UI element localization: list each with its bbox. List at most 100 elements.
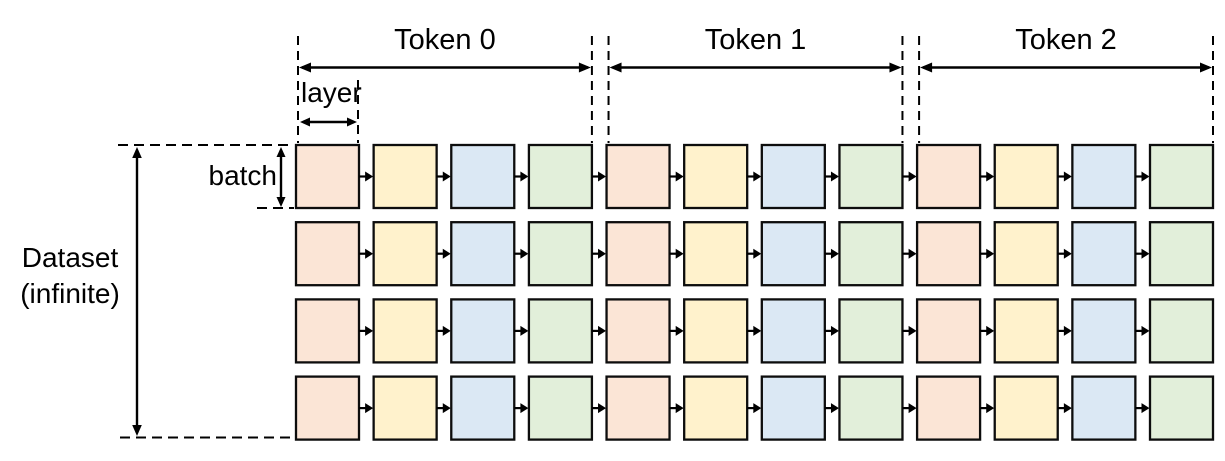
flow-arrowhead — [908, 248, 917, 259]
pipeline-cell-row3-col2 — [450, 375, 516, 441]
pipeline-cell-row1-col2 — [450, 221, 516, 287]
flow-arrowhead — [908, 171, 917, 182]
flow-arrowhead — [830, 248, 839, 259]
flow-arrowhead — [1141, 325, 1150, 336]
flow-arrowhead — [598, 403, 607, 414]
flow-arrowhead — [520, 325, 529, 336]
pipeline-cell-row1-col10 — [1071, 221, 1137, 287]
flow-arrowhead — [675, 403, 684, 414]
pipeline-cell-row2-col7 — [838, 298, 904, 364]
pipeline-cell-row0-col7 — [838, 143, 904, 210]
pipeline-cell-row0-col10 — [1071, 143, 1137, 210]
pipeline-cell-row1-col0 — [294, 221, 361, 287]
token-span-arrow-head — [889, 62, 902, 73]
flow-arrowhead — [598, 171, 607, 182]
dataset-span-arrow-head — [132, 425, 142, 436]
flow-arrowhead — [520, 248, 529, 259]
dataset-span-arrow-head — [132, 147, 142, 158]
token-span-arrow-head — [1200, 62, 1212, 73]
pipeline-cell-row3-col5 — [683, 375, 749, 441]
flow-arrowhead — [598, 248, 607, 259]
batch-label: batch — [208, 160, 278, 191]
flow-arrowhead — [1063, 325, 1072, 336]
pipeline-cell-row2-col8 — [915, 298, 982, 364]
dataset-label-line2: (infinite) — [20, 278, 120, 309]
pipeline-cell-row0-col11 — [1148, 143, 1215, 210]
pipeline-cell-row0-col6 — [760, 143, 826, 210]
pipeline-cell-row2-col4 — [605, 298, 671, 364]
flow-arrowhead — [1141, 171, 1150, 182]
pipeline-cell-row1-col11 — [1148, 221, 1215, 287]
batch-span-arrow-head — [276, 197, 286, 207]
pipeline-cell-row3-col0 — [294, 375, 361, 441]
token-span-arrow-head — [578, 62, 591, 73]
pipeline-cell-row1-col6 — [760, 221, 826, 287]
dataset-label-line1: Dataset — [21, 242, 119, 273]
flow-arrowhead — [598, 325, 607, 336]
flow-arrowhead — [520, 171, 529, 182]
flow-arrowhead — [830, 171, 839, 182]
flow-arrowhead — [442, 325, 451, 336]
pipeline-cell-row0-col2 — [450, 143, 516, 210]
flow-arrowhead — [830, 403, 839, 414]
pipeline-cell-row3-col8 — [915, 375, 982, 441]
pipeline-cell-row3-col4 — [605, 375, 671, 441]
pipeline-cell-row2-col6 — [760, 298, 826, 364]
pipeline-cell-row0-col0 — [294, 143, 361, 210]
flow-arrowhead — [830, 325, 839, 336]
pipeline-cell-row3-col3 — [527, 375, 594, 441]
pipeline-cell-row1-col1 — [372, 221, 438, 287]
pipeline-cell-row0-col1 — [372, 143, 438, 210]
pipeline-cell-row1-col3 — [527, 221, 594, 287]
batch-span-arrow-head — [276, 147, 286, 157]
token-span-arrow-head — [299, 62, 311, 73]
flow-arrowhead — [365, 248, 374, 259]
flow-arrowhead — [753, 325, 762, 336]
flow-arrowhead — [675, 171, 684, 182]
flow-arrowhead — [753, 171, 762, 182]
pipeline-cell-row1-col4 — [605, 221, 671, 287]
pipeline-cell-row3-col6 — [760, 375, 826, 441]
pipeline-cell-row1-col7 — [838, 221, 904, 287]
pipeline-cell-row1-col5 — [683, 221, 749, 287]
token-span-arrow-head — [609, 62, 622, 73]
pipeline-cell-row2-col3 — [527, 298, 594, 364]
flow-arrowhead — [908, 325, 917, 336]
pipeline-cell-row3-col10 — [1071, 375, 1137, 441]
flow-arrowhead — [1141, 403, 1150, 414]
pipeline-cell-row1-col9 — [993, 221, 1059, 287]
token-label-1: Token 1 — [704, 24, 807, 56]
pipeline-cell-row3-col9 — [993, 375, 1059, 441]
flow-arrowhead — [365, 403, 374, 414]
flow-arrowhead — [520, 403, 529, 414]
flow-arrowhead — [675, 325, 684, 336]
flow-arrowhead — [986, 248, 995, 259]
flow-arrowhead — [442, 248, 451, 259]
flow-arrowhead — [1063, 248, 1072, 259]
pipeline-cell-row3-col1 — [372, 375, 438, 441]
flow-arrowhead — [908, 403, 917, 414]
pipeline-cell-row0-col3 — [527, 143, 594, 210]
layer-span-arrow-head — [300, 117, 310, 127]
pipeline-cell-row0-col5 — [683, 143, 749, 210]
flow-arrowhead — [1063, 403, 1072, 414]
flow-arrowhead — [365, 171, 374, 182]
flow-arrowhead — [675, 248, 684, 259]
flow-arrowhead — [986, 325, 995, 336]
flow-arrowhead — [365, 325, 374, 336]
pipeline-cell-row2-col9 — [993, 298, 1059, 364]
flow-arrowhead — [442, 403, 451, 414]
layer-label: layer — [301, 77, 362, 108]
pipeline-cell-row1-col8 — [915, 221, 982, 287]
pipeline-cell-row3-col7 — [838, 375, 904, 441]
pipeline-cell-row0-col9 — [993, 143, 1059, 210]
pipeline-cell-row2-col10 — [1071, 298, 1137, 364]
pipeline-cell-row0-col8 — [915, 143, 982, 210]
pipeline-cell-row2-col1 — [372, 298, 438, 364]
pipeline-cell-row0-col4 — [605, 143, 671, 210]
pipeline-cell-row2-col5 — [683, 298, 749, 364]
flow-arrowhead — [753, 403, 762, 414]
flow-arrowhead — [986, 171, 995, 182]
